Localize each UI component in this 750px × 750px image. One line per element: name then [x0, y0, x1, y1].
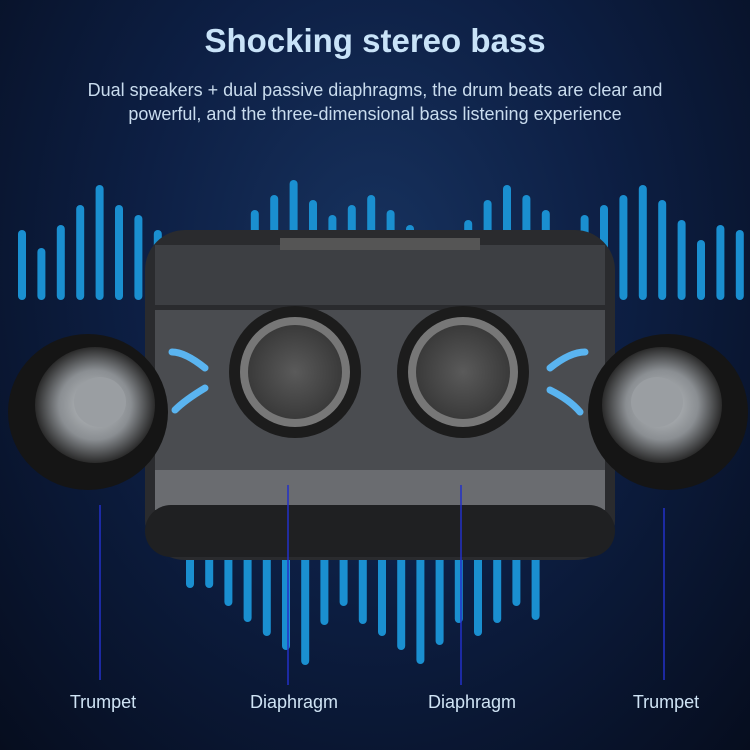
equalizer-bar — [56, 225, 65, 300]
equalizer-bar — [716, 225, 725, 300]
equalizer-bar — [378, 550, 386, 636]
passive-diaphragm-left — [229, 306, 361, 438]
equalizer-bar — [224, 550, 233, 606]
equalizer-bar — [474, 550, 482, 636]
label-diaphragm-left: Diaphragm — [249, 692, 339, 712]
equalizer-bar — [320, 550, 329, 625]
label-diaphragm-right: Diaphragm — [427, 692, 517, 712]
equalizer-bar — [18, 230, 26, 300]
equalizer-bar — [416, 550, 425, 664]
equalizer-bar — [735, 230, 744, 300]
equalizer-bar — [677, 220, 686, 300]
equalizer-bar — [134, 215, 143, 300]
equalizer-bar — [697, 240, 705, 300]
equalizer-bar — [339, 550, 348, 606]
leader-lines — [99, 485, 665, 685]
equalizer-bar — [95, 185, 104, 300]
label-trumpet-left: Trumpet — [69, 692, 137, 712]
equalizer-bar — [262, 550, 271, 636]
equalizer-bar — [282, 550, 290, 650]
headline: Shocking stereo bass — [204, 22, 546, 59]
equalizer-bar — [37, 248, 46, 300]
equalizer-bar — [243, 550, 252, 622]
trumpet-speaker-left — [8, 334, 168, 490]
label-trumpet-right: Trumpet — [632, 692, 700, 712]
equalizer-bar — [638, 185, 647, 300]
equalizer-bar — [493, 550, 502, 623]
airflow-arrow-icons — [168, 348, 589, 416]
equalizer-bar — [435, 550, 444, 645]
equalizer-bars-bottom — [186, 550, 540, 665]
equalizer-bar — [115, 205, 123, 300]
equalizer-bar — [397, 550, 406, 650]
equalizer-bar — [531, 550, 540, 620]
equalizer-bar — [512, 550, 521, 606]
equalizer-bar — [619, 195, 628, 300]
description: Dual speakers + dual passive diaphragms,… — [87, 80, 663, 124]
equalizer-bar — [76, 205, 85, 300]
speaker-body — [145, 230, 615, 560]
equalizer-bar — [301, 550, 310, 665]
equalizer-bar — [658, 200, 667, 300]
trumpet-speaker-right — [588, 334, 748, 490]
equalizer-bar — [358, 550, 367, 624]
passive-diaphragm-right — [397, 306, 529, 438]
